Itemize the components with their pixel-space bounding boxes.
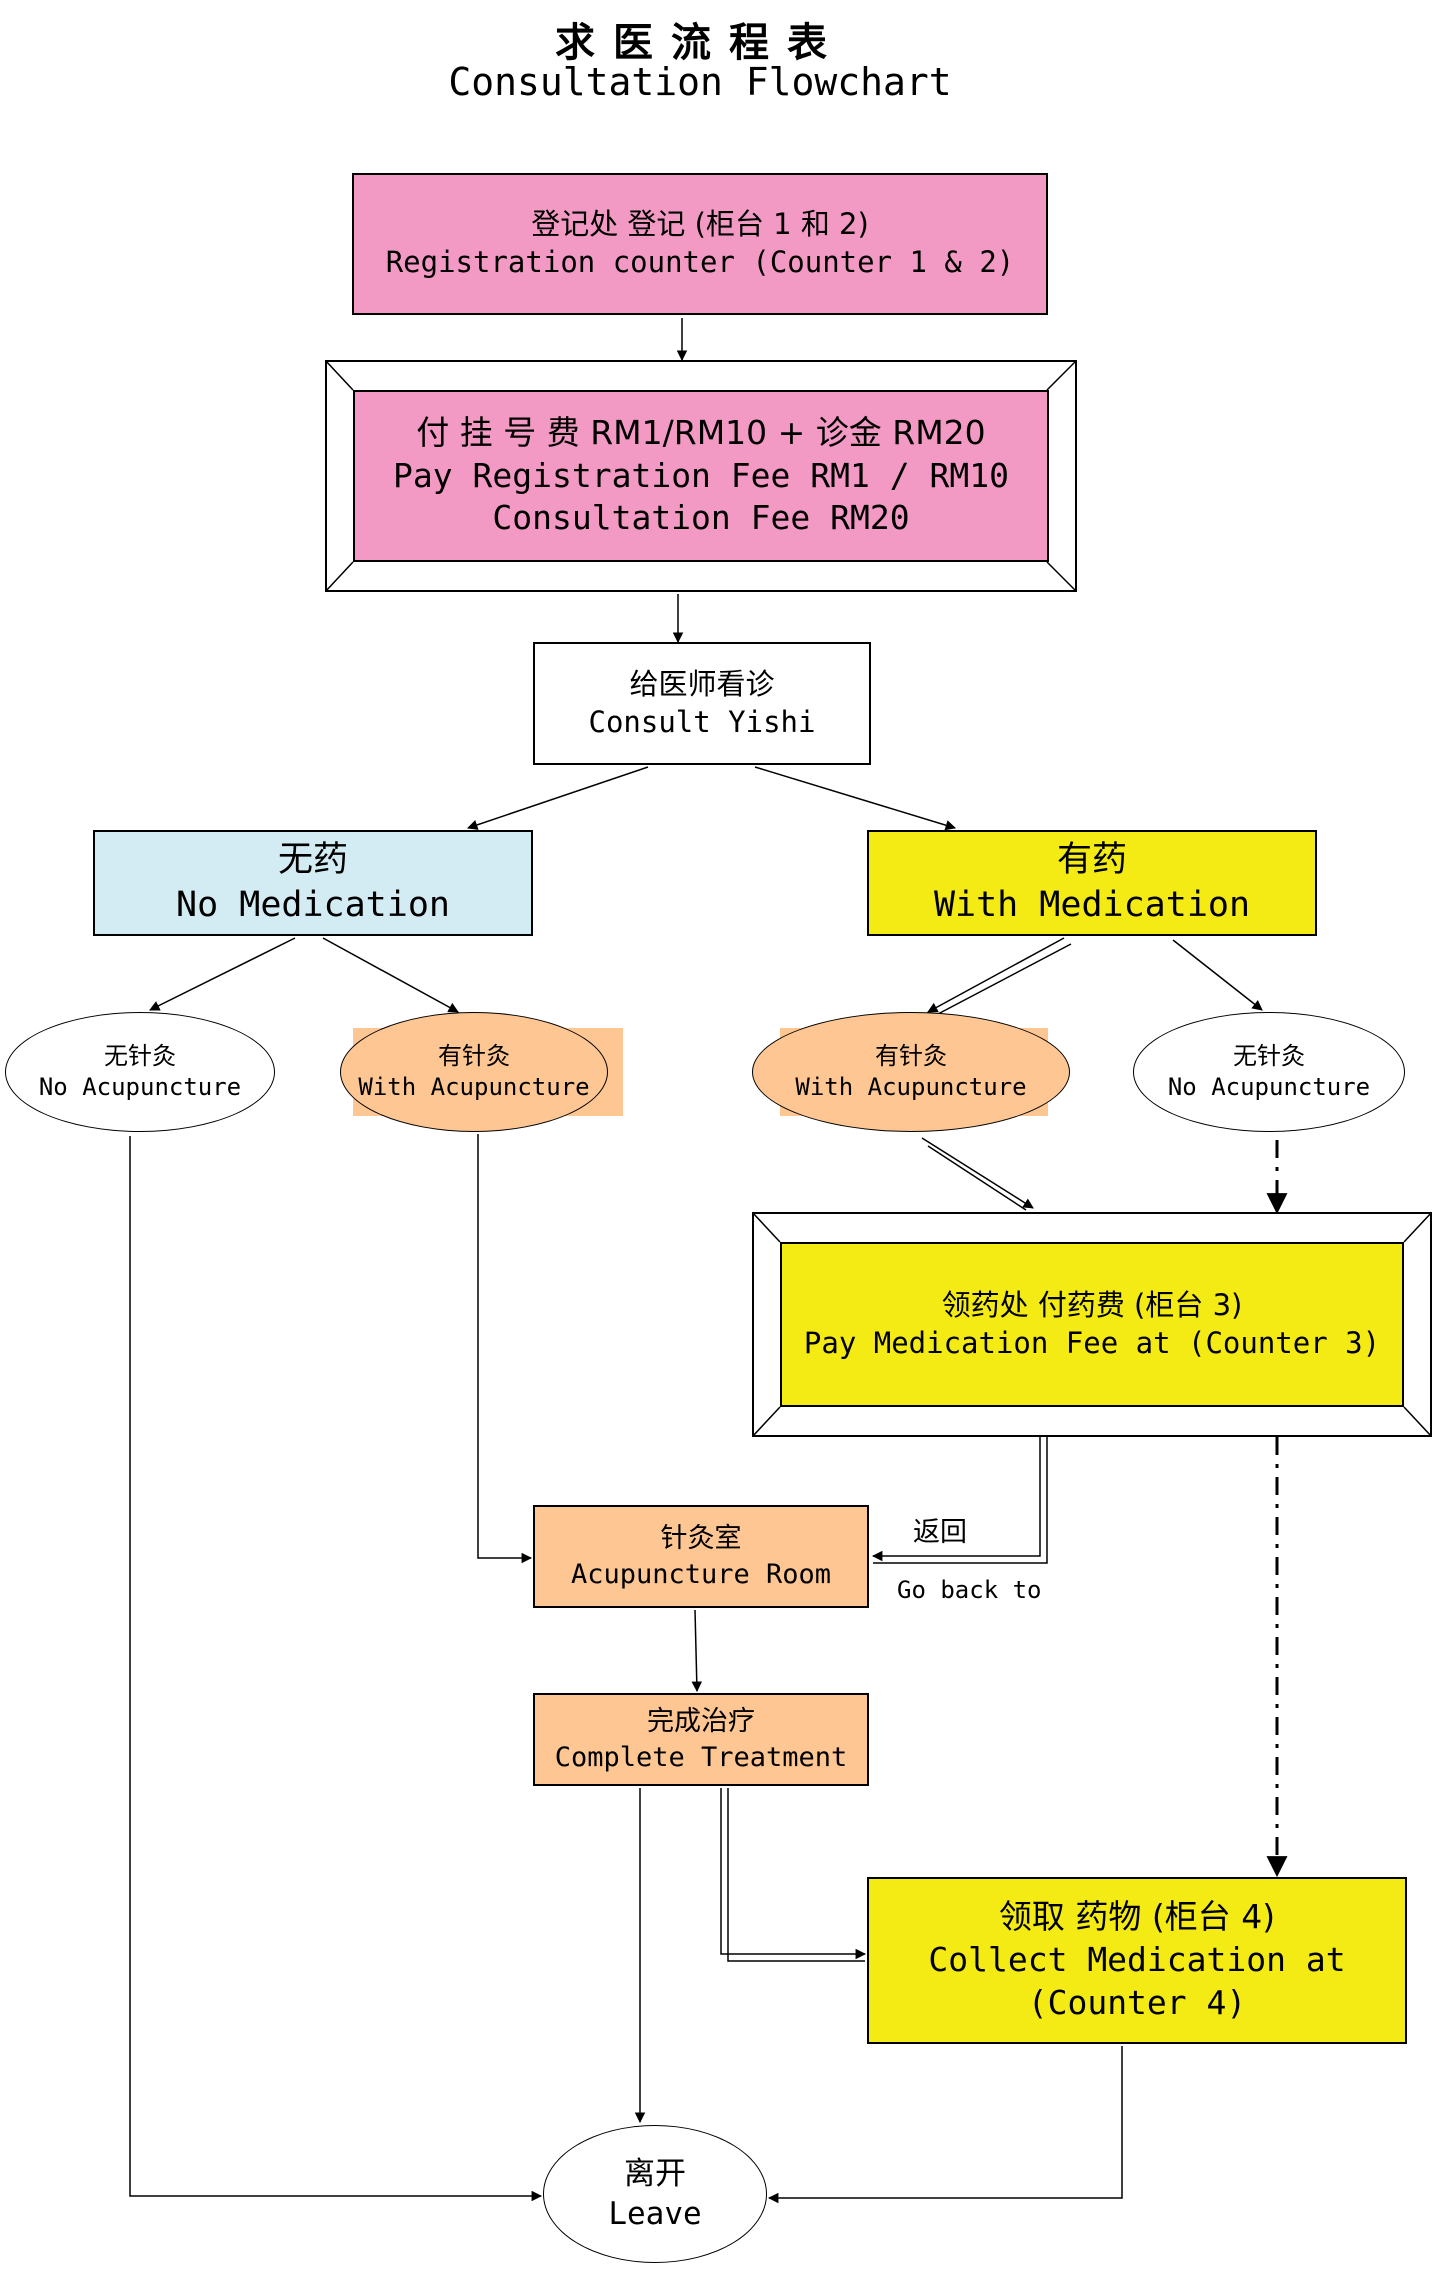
arrow-acupuncture-room-to-complete [691,1609,703,1693]
pay-fee-box: 付 挂 号 费 RM1/RM10 + 诊金 RM20 Pay Registrat… [353,390,1049,562]
leave-ellipse: 离开 Leave [543,2125,767,2263]
arrow-collect-medication-to-leave [767,2046,1123,2204]
no-medication-en: No Medication [176,885,450,925]
title-english: Consultation Flowchart [448,60,952,104]
go-back-label-cn: 返回 [913,1517,967,1548]
med-no-acupuncture-en: No Acupuncture [1167,1073,1371,1101]
nomed-no-acupuncture-cn: 无针灸 [104,1041,176,1070]
arrow-no-medication-to-no-acupuncture [149,937,296,1011]
consult-cn: 给医师看诊 [629,666,775,701]
pay-fee-en-1: Pay Registration Fee RM1 / RM10 [393,455,1009,495]
pay-fee-en-2: Consultation Fee RM20 [492,498,910,538]
leave-cn: 离开 [624,2155,686,2192]
complete-treatment-box: 完成治疗 Complete Treatment [533,1693,869,1786]
consult-box: 给医师看诊 Consult Yishi [533,642,871,765]
pay-medication-bevel-lines [752,1212,1432,1437]
nomed-with-acupuncture-ellipse: 有针灸 With Acupuncture [340,1012,608,1132]
nomed-with-acupuncture-en: With Acupuncture [358,1073,590,1101]
arrow-with-medication-to-with-acupuncture-a [927,937,1065,1013]
arrow-with-acupuncture-to-pay-medication-a [921,1137,1034,1209]
arrow-with-medication-to-no-acupuncture [1172,939,1263,1011]
arrow-with-medication-to-with-acupuncture-b [937,943,1072,1015]
registration-en: Registration counter (Counter 1 & 2) [385,245,1015,279]
no-medication-cn: 无药 [277,839,348,880]
nomed-no-acupuncture-en: No Acupuncture [38,1073,242,1101]
arrow-consult-to-with-medication [754,766,957,831]
med-with-acupuncture-en: With Acupuncture [795,1073,1027,1101]
consult-en: Consult Yishi [588,704,816,739]
arrow-nomed-with-acupuncture-to-acupuncture-room [477,1134,533,1564]
with-medication-en: With Medication [933,885,1251,925]
nomed-with-acupuncture-cn: 有针灸 [438,1041,510,1070]
acupuncture-room-cn: 针灸室 [660,1523,742,1555]
arrow-nomed-no-acupuncture-to-leave [129,1136,543,2202]
title-chinese: 求医流程表 [555,19,845,66]
with-medication-box: 有药 With Medication [867,830,1317,936]
med-no-acupuncture-cn: 无针灸 [1233,1041,1305,1070]
arrow-pay-medication-to-acupuncture-room-b [873,1437,1048,1564]
med-no-acupuncture-ellipse: 无针灸 No Acupuncture [1133,1012,1405,1132]
arrow-consult-to-no-medication [467,766,649,830]
collect-medication-box: 领取 药物 (柜台 4) Collect Medication at (Coun… [867,1877,1407,2044]
med-with-acupuncture-cn: 有针灸 [875,1041,947,1070]
arrow-pay-medication-to-acupuncture-room-a [871,1437,1041,1562]
registration-box: 登记处 登记 (柜台 1 和 2) Registration counter (… [352,173,1048,315]
collect-medication-cn: 领取 药物 (柜台 4) [998,1897,1276,1937]
complete-treatment-cn: 完成治疗 [647,1706,755,1738]
registration-cn: 登记处 登记 (柜台 1 和 2) [531,207,869,242]
no-medication-box: 无药 No Medication [93,830,533,936]
collect-medication-en-2: (Counter 4) [1027,1982,1247,2022]
complete-treatment-en: Complete Treatment [554,1741,848,1773]
pay-fee-cn: 付 挂 号 费 RM1/RM10 + 诊金 RM20 [416,412,986,452]
arrow-no-medication-to-with-acupuncture [322,937,459,1013]
pay-medication-en: Pay Medication Fee at (Counter 3) [803,1325,1381,1360]
pay-medication-box: 领药处 付药费 (柜台 3) Pay Medication Fee at (Co… [780,1242,1404,1407]
acupuncture-room-box: 针灸室 Acupuncture Room [533,1505,869,1608]
med-with-acupuncture-ellipse: 有针灸 With Acupuncture [752,1012,1070,1132]
arrow-complete-to-collect-medication-a [720,1788,867,1960]
go-back-label-en: Go back to [897,1576,1042,1604]
arrow-complete-to-collect-medication-b [727,1788,865,1962]
with-medication-cn: 有药 [1056,839,1127,880]
pay-fee-bevel-lines [325,360,1077,592]
nomed-no-acupuncture-ellipse: 无针灸 No Acupuncture [5,1012,275,1132]
arrow-with-acupuncture-to-pay-medication-b [927,1145,1027,1211]
leave-en: Leave [608,2196,702,2232]
acupuncture-room-en: Acupuncture Room [570,1558,832,1590]
pay-medication-cn: 领药处 付药费 (柜台 3) [941,1287,1243,1322]
collect-medication-en-1: Collect Medication at [928,1940,1346,1980]
